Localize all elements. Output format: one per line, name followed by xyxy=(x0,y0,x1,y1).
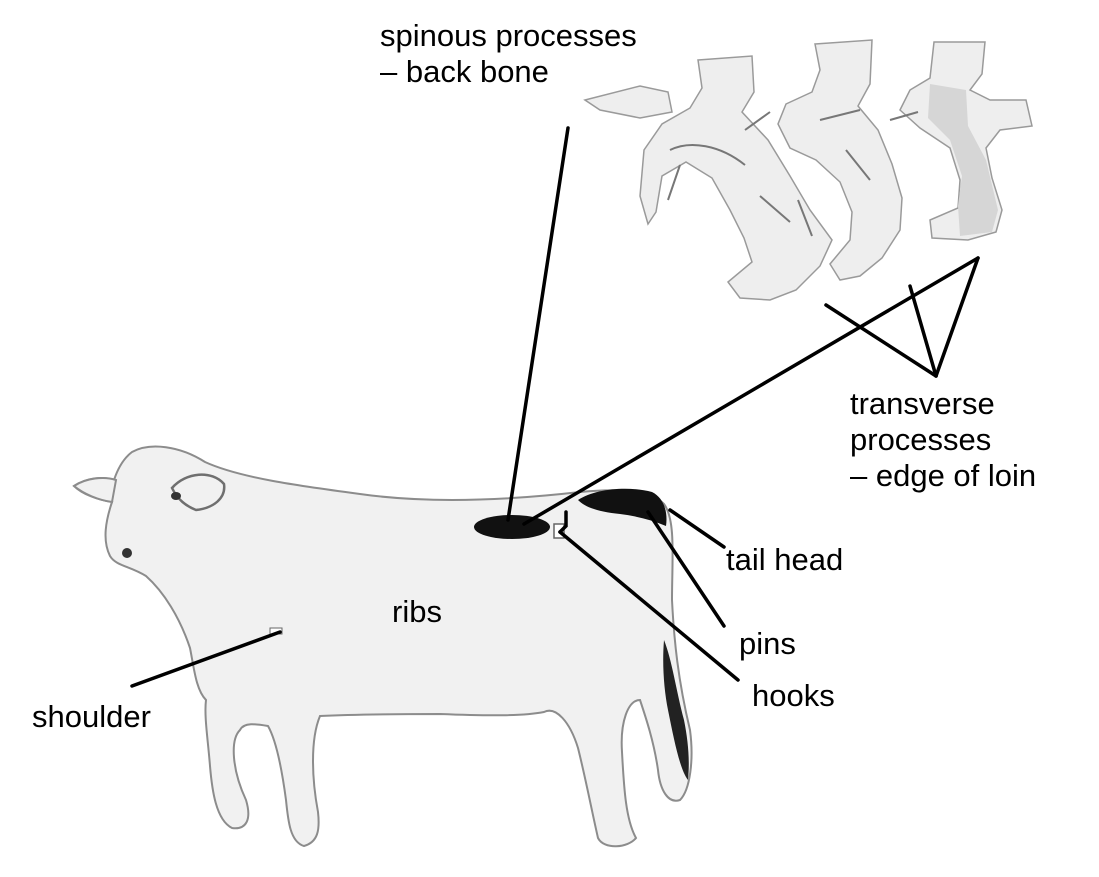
cow-horn xyxy=(72,477,118,504)
tail-head-highlight xyxy=(578,488,667,526)
label-transverse-processes: transverse processes – edge of loin xyxy=(850,386,1036,494)
label-transverse-line2: processes xyxy=(850,422,992,457)
leader-transverse-a xyxy=(824,303,938,378)
leader-spinous xyxy=(506,126,570,522)
label-pins: pins xyxy=(739,626,796,661)
cow-nostril xyxy=(122,548,132,558)
label-spinous-line1: spinous processes xyxy=(380,18,637,53)
leader-pins xyxy=(646,510,726,628)
label-hooks: hooks xyxy=(752,678,835,713)
label-transverse-line1: transverse xyxy=(850,386,995,421)
label-shoulder: shoulder xyxy=(32,699,151,734)
label-spinous-processes: spinous processes – back bone xyxy=(380,18,637,90)
label-ribs: ribs xyxy=(392,594,442,629)
leader-loin-to-back xyxy=(522,256,980,526)
leader-hooks-bracket xyxy=(558,510,568,534)
vertebra-3-shade xyxy=(928,84,998,236)
leader-transverse-b xyxy=(908,284,938,378)
leader-tail-head xyxy=(668,508,726,549)
vertebra-detail xyxy=(667,109,919,237)
cow-ear xyxy=(170,473,226,512)
spinous-highlight xyxy=(474,515,550,539)
cow-illustration xyxy=(72,445,693,848)
label-spinous-line2: – back bone xyxy=(380,54,549,89)
leader-shoulder xyxy=(130,630,282,688)
vertebra-2 xyxy=(777,39,903,281)
leader-transverse-c xyxy=(934,256,980,378)
vertebra-1 xyxy=(639,55,833,301)
vertebrae-illustration xyxy=(583,39,1033,301)
vertebra-left-spike xyxy=(583,85,673,119)
leader-lines xyxy=(130,126,980,688)
cow-body xyxy=(72,445,693,848)
leader-hooks xyxy=(558,530,740,682)
label-transverse-line3: – edge of loin xyxy=(850,458,1037,493)
label-tail-head: tail head xyxy=(726,542,844,577)
cow-eye xyxy=(171,492,181,500)
rear-edge-shade xyxy=(663,640,689,780)
